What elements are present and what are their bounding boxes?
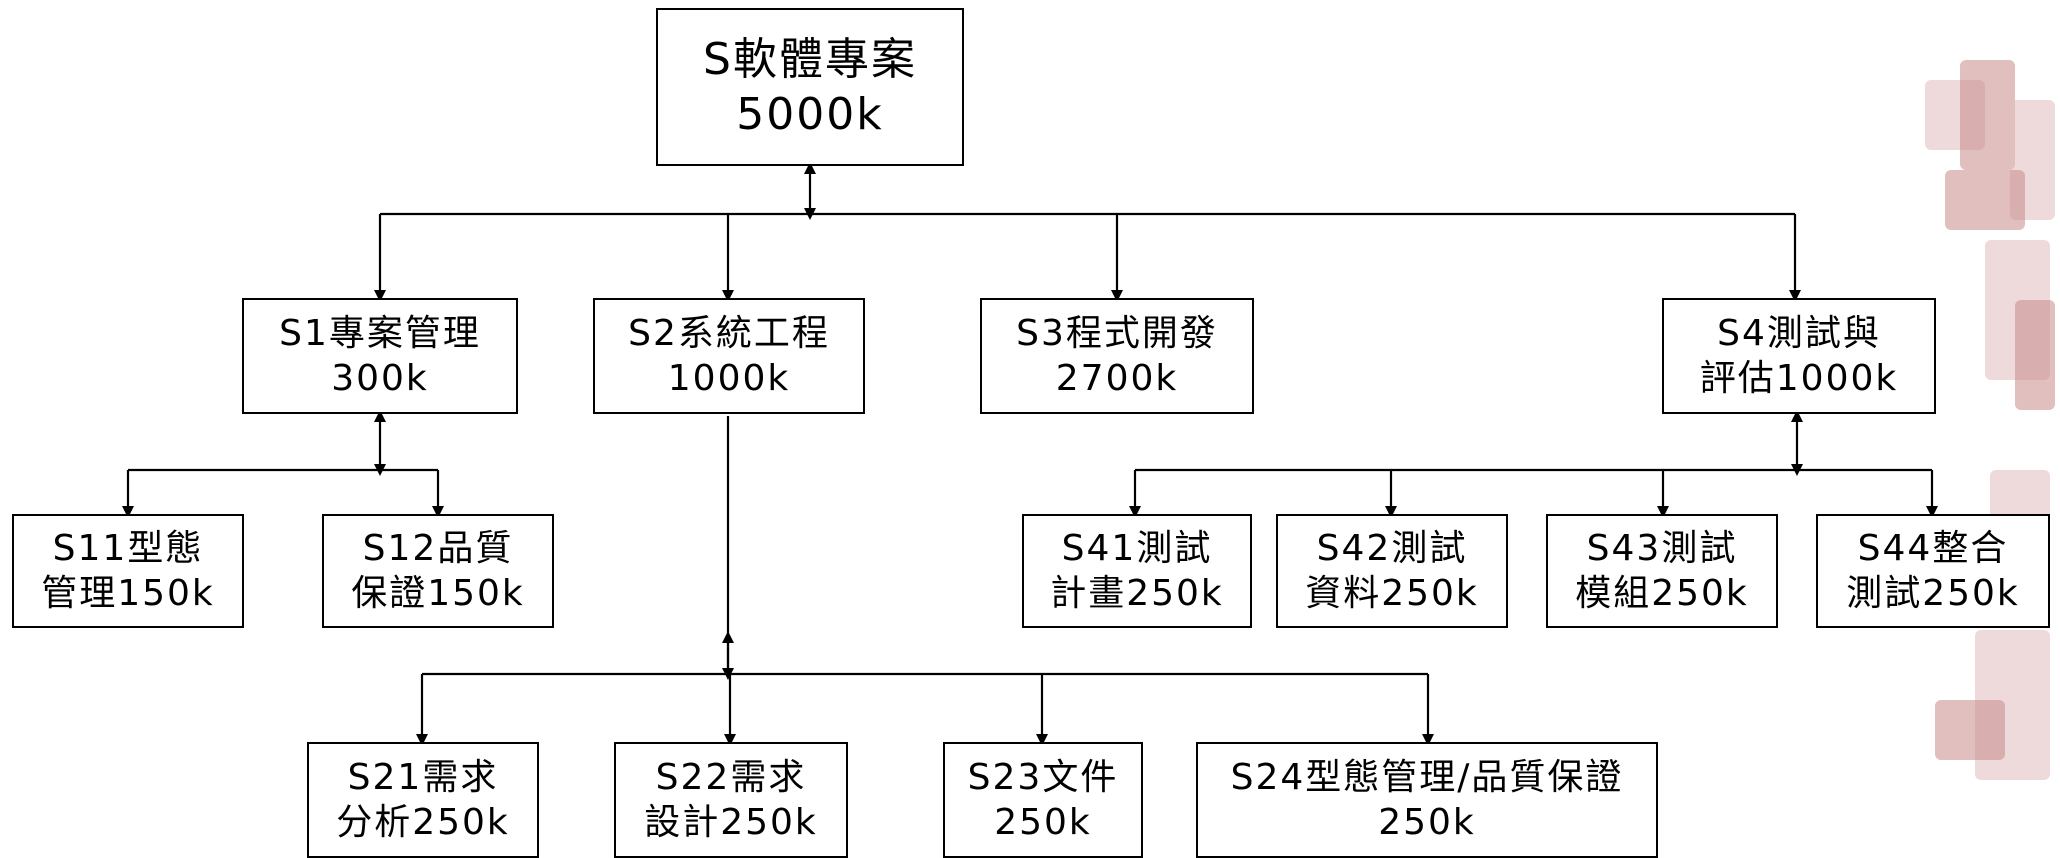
- node-s4-budget: 評估1000k: [1700, 356, 1898, 401]
- node-s23-budget: 250k: [994, 800, 1092, 845]
- node-s43-title: S43測試: [1587, 526, 1738, 571]
- node-s22-budget: 設計250k: [644, 800, 818, 845]
- node-s2: S2系統工程 1000k: [593, 298, 865, 414]
- node-s12-title: S12品質: [363, 526, 514, 571]
- node-s43: S43測試 模組250k: [1546, 514, 1778, 628]
- node-s21: S21需求 分析250k: [307, 742, 539, 858]
- node-s11-title: S11型態: [53, 526, 204, 571]
- node-s44: S44整合 測試250k: [1816, 514, 2050, 628]
- node-s42-budget: 資料250k: [1305, 571, 1479, 616]
- node-s11: S11型態 管理150k: [12, 514, 244, 628]
- node-s23-title: S23文件: [968, 755, 1119, 800]
- node-s44-title: S44整合: [1858, 526, 2009, 571]
- node-s22: S22需求 設計250k: [614, 742, 848, 858]
- node-s11-budget: 管理150k: [41, 571, 215, 616]
- node-s41-title: S41測試: [1062, 526, 1213, 571]
- node-root-title: S軟體專案: [703, 32, 917, 87]
- node-s1-budget: 300k: [331, 356, 429, 401]
- node-s24-title: S24型態管理/品質保證: [1231, 755, 1624, 800]
- node-s24-budget: 250k: [1378, 800, 1476, 845]
- node-s2-budget: 1000k: [668, 356, 790, 401]
- node-s22-title: S22需求: [656, 755, 807, 800]
- node-s42-title: S42測試: [1317, 526, 1468, 571]
- node-s23: S23文件 250k: [943, 742, 1143, 858]
- node-s21-budget: 分析250k: [336, 800, 510, 845]
- node-root-budget: 5000k: [736, 87, 883, 142]
- node-s3-budget: 2700k: [1056, 356, 1178, 401]
- node-root-project: S軟體專案 5000k: [656, 8, 964, 166]
- node-s4: S4測試與 評估1000k: [1662, 298, 1936, 414]
- node-s1: S1專案管理 300k: [242, 298, 518, 414]
- node-s21-title: S21需求: [348, 755, 499, 800]
- node-s3-title: S3程式開發: [1016, 311, 1218, 356]
- node-s4-title: S4測試與: [1717, 311, 1881, 356]
- node-s1-title: S1專案管理: [279, 311, 481, 356]
- node-s43-budget: 模組250k: [1575, 571, 1749, 616]
- node-s24: S24型態管理/品質保證 250k: [1196, 742, 1658, 858]
- node-s12-budget: 保證150k: [351, 571, 525, 616]
- node-s42: S42測試 資料250k: [1276, 514, 1508, 628]
- node-s44-budget: 測試250k: [1846, 571, 2020, 616]
- node-s12: S12品質 保證150k: [322, 514, 554, 628]
- node-s41-budget: 計畫250k: [1050, 571, 1224, 616]
- node-s2-title: S2系統工程: [628, 311, 830, 356]
- node-s3: S3程式開發 2700k: [980, 298, 1254, 414]
- node-s41: S41測試 計畫250k: [1022, 514, 1252, 628]
